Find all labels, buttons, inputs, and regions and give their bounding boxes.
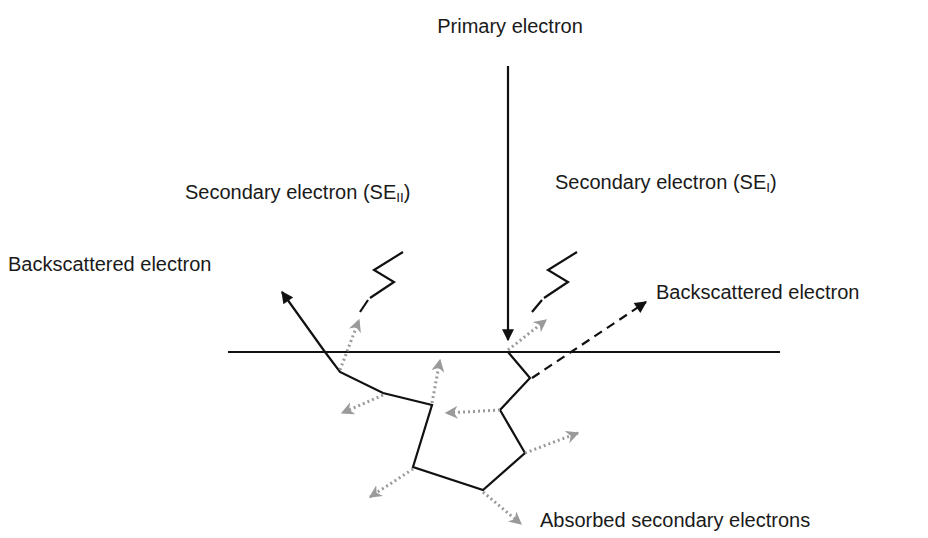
backscatter-path [532, 302, 646, 378]
electron-trajectory [282, 292, 530, 490]
text-run: Backscattered electron [8, 253, 211, 275]
secondary-paths [340, 320, 578, 524]
backscatter-label: Backscattered electron [8, 252, 211, 276]
text-run: ) [770, 171, 777, 193]
text-run: Primary electron [437, 15, 583, 37]
text-run: Backscattered electron [656, 281, 859, 303]
text-run: Secondary electron (SE [555, 171, 766, 193]
secondary-label: Secondary electron (SEII) [185, 180, 410, 204]
primary-beam [507, 66, 509, 340]
subscript: I [766, 180, 770, 195]
subscript: II [396, 190, 404, 205]
beam-label: Primary electron [437, 14, 583, 38]
absorbed-label: Absorbed secondary electrons [540, 508, 810, 532]
text-run: Absorbed secondary electrons [540, 509, 810, 531]
text-run: ) [404, 181, 411, 203]
secondary-label: Secondary electron (SEI) [555, 170, 777, 194]
text-run: Secondary electron (SE [185, 181, 396, 203]
secondary-squiggles [360, 252, 577, 312]
surface-line [228, 351, 780, 353]
backscatter-label: Backscattered electron [656, 280, 859, 304]
